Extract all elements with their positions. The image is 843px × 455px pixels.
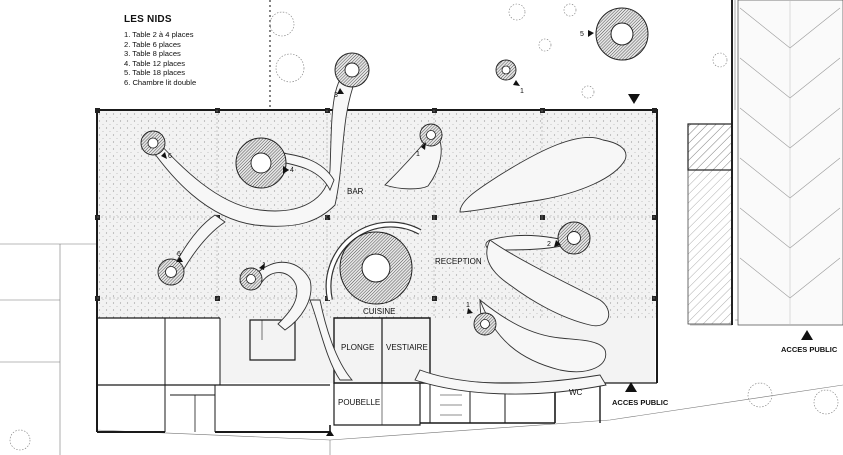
nest-2 (557, 221, 591, 255)
vegetation (9, 3, 839, 451)
nest-number-1-top: 1 (520, 88, 524, 95)
nest-1-bottom (473, 312, 497, 336)
legend-item: 1. Table 2 à 4 places (124, 30, 194, 39)
nest-number-3: 3 (334, 92, 338, 99)
north-entry-arrow (628, 94, 640, 104)
public-access-bottom-arrow (625, 382, 637, 392)
nest-number-2: 2 (547, 241, 551, 248)
nest-number-1-lower: 1 (262, 262, 266, 269)
legend-item: 4. Table 12 places (124, 58, 186, 68)
label-bar: BAR (347, 187, 364, 196)
label-reception: RECEPTION (435, 257, 482, 266)
nest-arrows (161, 30, 594, 314)
label-poubelle: POUBELLE (338, 398, 380, 407)
public-access-right-arrow (801, 330, 813, 340)
nest-number-6-lower: 6 (177, 251, 181, 258)
nest-branches (151, 67, 627, 395)
legend-list: 1. Table 2 à 4 places 2. Table 6 places … (124, 30, 196, 88)
legend-item: 3. Table 8 places (124, 49, 181, 59)
adjacent-building (687, 0, 843, 326)
nest-number-4: 4 (290, 167, 294, 174)
label-acces-public-bottom: ACCES PUBLIC (612, 398, 669, 407)
label-cuisine: CUISINE (363, 307, 395, 316)
nest-number-5: 5 (580, 31, 584, 38)
nest-5 (595, 7, 649, 61)
nest-number-1-bottom: 1 (466, 302, 470, 309)
nest-4 (235, 137, 287, 189)
nest-6-left (140, 130, 166, 156)
legend-title: LES NIDS (124, 14, 172, 25)
label-acces-public-right: ACCES PUBLIC (781, 345, 838, 354)
nest-1-top (495, 59, 517, 81)
entry-arrows (326, 94, 813, 436)
nest-number-1-upper: 1 (416, 151, 420, 158)
legend-item: 6. Chambre lit double (124, 77, 197, 87)
legend-item: 5. Table 18 places (124, 68, 186, 78)
kitchen-counter (325, 221, 422, 305)
nest-number-6-left: 6 (168, 153, 172, 160)
legend: LES NIDS 1. Table 2 à 4 places 2. Table … (124, 14, 196, 88)
nest-6-lower (157, 258, 185, 286)
label-plonge: PLONGE (341, 343, 374, 352)
nest-3 (334, 52, 370, 88)
nest-1-upper (419, 123, 443, 147)
label-wc: WC (569, 388, 583, 397)
label-vestiaire: VESTIAIRE (386, 343, 428, 352)
nest-1-lower (239, 267, 263, 291)
legend-item: 2. Table 6 places (124, 39, 181, 49)
nest-tables (140, 7, 649, 336)
